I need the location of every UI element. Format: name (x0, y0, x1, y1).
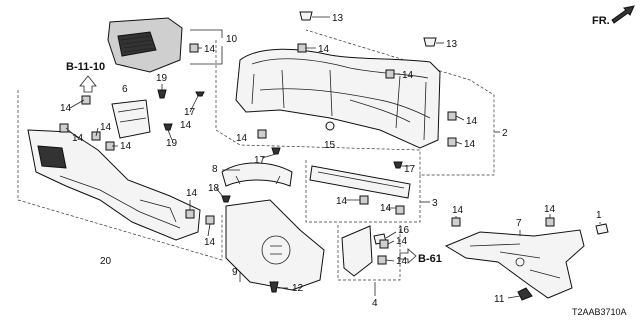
callout-14m: 14 (336, 196, 348, 207)
callout-15: 15 (324, 140, 336, 151)
callout-17c: 17 (404, 164, 416, 175)
callout-18: 18 (208, 183, 220, 194)
callout-8: 8 (212, 164, 218, 175)
reference-label-b-11-10: B-11-10 (66, 61, 105, 73)
callout-14h: 14 (72, 133, 84, 144)
callout-7: 7 (516, 218, 522, 229)
callout-13b: 13 (446, 39, 458, 50)
callout-14n: 14 (380, 203, 392, 214)
part-12-screw (269, 281, 279, 293)
callout-11: 11 (494, 294, 505, 305)
callout-14s: 14 (180, 120, 192, 131)
part-3-trim-strip (309, 165, 411, 199)
part-4-side-panel (341, 225, 373, 277)
group-boundary-panel-3 (305, 160, 421, 223)
callout-14j: 14 (120, 141, 132, 152)
callout-14f: 14 (236, 133, 248, 144)
group-boundary-cluster (215, 29, 495, 176)
part-2-instrument-panel-upper (235, 48, 441, 149)
front-direction-label: FR. (592, 15, 610, 27)
part-17-screw-a (195, 91, 205, 97)
callout-14c: 14 (402, 70, 414, 81)
callout-10: 10 (226, 34, 238, 45)
part-17-screw-b (271, 147, 281, 155)
callout-14k: 14 (186, 188, 198, 199)
right-arrow-icon (399, 248, 417, 264)
part-8-column-cover-upper (221, 162, 293, 187)
callout-20: 20 (100, 256, 112, 267)
part-7-bracket-assembly (444, 229, 585, 299)
callout-14a: 14 (204, 44, 216, 55)
callout-14i: 14 (100, 122, 112, 133)
callout-14b: 14 (318, 44, 330, 55)
callout-1: 1 (596, 210, 602, 221)
part-15-clip (325, 121, 335, 131)
callout-13a: 13 (332, 13, 344, 24)
callout-12: 12 (292, 283, 304, 294)
reference-b-61: B-61 (399, 248, 442, 265)
group-boundary-left (17, 90, 223, 261)
part-9-column-cover-lower (225, 199, 325, 291)
callout-14e: 14 (464, 139, 476, 150)
part-6-bracket (111, 99, 151, 139)
part-17-screw-c (393, 161, 403, 169)
part-11-clip (517, 287, 533, 301)
callout-3: 3 (432, 198, 438, 209)
up-arrow-icon (79, 75, 97, 93)
callout-19a: 19 (156, 73, 168, 84)
callout-17b: 17 (254, 155, 266, 166)
callout-14p: 14 (396, 256, 408, 267)
part-1-plug (595, 223, 609, 235)
callout-14o: 14 (396, 236, 408, 247)
callout-14r: 14 (544, 204, 556, 215)
callout-14d: 14 (466, 116, 478, 127)
front-direction-indicator: FR. (592, 5, 635, 27)
part-13-clip-b (423, 37, 437, 47)
reference-b-11-10: B-11-10 (66, 61, 105, 93)
part-20-lower-cover (27, 129, 201, 241)
callout-16: 16 (398, 225, 410, 236)
callout-14l: 14 (204, 237, 216, 248)
callout-2: 2 (502, 128, 508, 139)
callout-4: 4 (372, 298, 378, 309)
front-arrow-icon (611, 5, 635, 24)
callout-9: 9 (232, 267, 238, 278)
part-10-vent-garnish (107, 17, 183, 73)
part-19-screw-b (163, 123, 173, 131)
part-19-screw-a (157, 89, 167, 99)
reference-label-b-61: B-61 (418, 253, 442, 265)
group-boundary-panel-4 (337, 225, 401, 281)
part-13-clip-a (299, 11, 313, 21)
callout-14g: 14 (60, 103, 72, 114)
callout-14q: 14 (452, 205, 464, 216)
callout-17a: 17 (184, 107, 196, 118)
callout-6: 6 (122, 84, 128, 95)
callout-19b: 19 (166, 138, 178, 149)
diagram-code: T2AAB3710A (572, 307, 627, 317)
